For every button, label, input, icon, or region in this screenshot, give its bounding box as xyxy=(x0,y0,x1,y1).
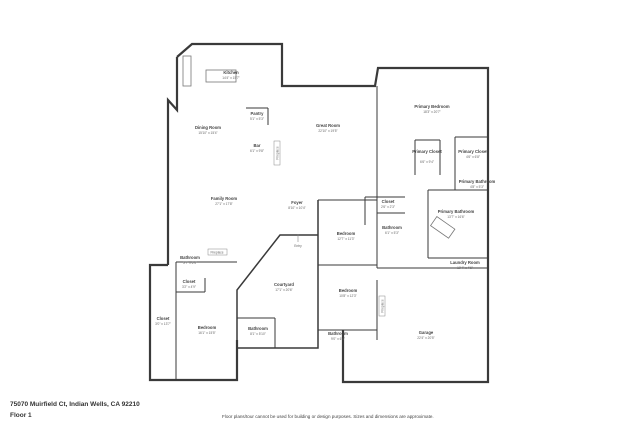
entry-label: Entry xyxy=(294,244,302,248)
room-closet-hall-name: Closet xyxy=(382,199,395,204)
fireplace-great-label: Fireplace xyxy=(276,146,280,159)
room-bathroom-left-name: Bathroom xyxy=(180,255,200,260)
room-bedroom-2-dims: 12'7" x 11'3" xyxy=(337,237,354,241)
room-bedroom-left-dims: 16'1" x 15'5" xyxy=(198,331,215,335)
room-kitchen-dims: 14'4" x 15'7" xyxy=(222,76,239,80)
room-great-name: Great Room xyxy=(316,123,340,128)
room-bedroom-left-name: Bedroom xyxy=(198,325,217,330)
disclaimer: Floor plans/tour cannot be used for buil… xyxy=(222,414,434,419)
room-dining-name: Dining Room xyxy=(195,125,221,130)
room-primary-closet-1-name: Primary Closet xyxy=(412,149,442,154)
room-courtyard-name: Courtyard xyxy=(274,282,294,287)
room-pantry-dims: 5'1" x 5'3" xyxy=(250,117,264,121)
room-bathroom-3-name: Bathroom xyxy=(328,331,348,336)
fireplace-bedroom3-label: Fireplace xyxy=(381,299,385,312)
room-dining-dims: 15'10" x 15'4" xyxy=(198,131,217,135)
room-closet-left-dims: 3'2" x 4'9" xyxy=(182,285,196,289)
room-garage-name: Garage xyxy=(419,330,434,335)
room-primary-bathroom-small-name: Primary Bathroom xyxy=(459,179,496,184)
floor-plan: Kitchen 14'4" x 15'7" Pantry 5'1" x 5'3"… xyxy=(148,42,496,384)
property-address: 75070 Muirfield Ct, Indian Wells, CA 922… xyxy=(10,401,140,408)
walls xyxy=(148,42,490,384)
fireplace-left-label: Fireplace xyxy=(210,251,223,255)
room-primary-bathroom-small-dims: 4'8" x 5'3" xyxy=(470,185,484,189)
room-kitchen-name: Kitchen xyxy=(223,70,239,75)
floor-label: Floor 1 xyxy=(10,412,32,419)
room-primary-closet-2-dims: 4'6" x 6'8" xyxy=(466,155,480,159)
room-closet-tall-name: Closet xyxy=(157,316,170,321)
room-primary-bathroom-dims: 13'7" x 16'6" xyxy=(447,215,464,219)
fireplace-left-tag xyxy=(207,248,228,256)
room-primary-bedroom-name: Primary Bedroom xyxy=(414,104,449,109)
room-primary-closet-1-dims: 6'6" x 9'4" xyxy=(420,160,434,164)
room-closet-left-name: Closet xyxy=(183,279,196,284)
room-primary-closet-2-name: Primary Closet xyxy=(458,149,488,154)
room-labels: Kitchen 14'4" x 15'7" Pantry 5'1" x 5'3"… xyxy=(155,70,495,341)
room-family-dims: 27'1" x 17'8" xyxy=(215,202,232,206)
room-garage-dims: 22'4" x 20'5" xyxy=(417,336,434,340)
room-bathroom-2-name: Bathroom xyxy=(382,225,402,230)
room-bathroom-2-dims: 6'1" x 5'3" xyxy=(385,231,399,235)
fireplace-great-tag xyxy=(273,140,281,166)
room-pantry-name: Pantry xyxy=(250,111,264,116)
room-bathroom-left-dims: 5'7" x 6'4" xyxy=(183,261,197,265)
room-bathroom-court-name: Bathroom xyxy=(248,326,268,331)
room-great-dims: 22'10" x 19'5" xyxy=(318,129,337,133)
room-bedroom-2-name: Bedroom xyxy=(337,231,356,236)
room-primary-bedroom-dims: 18'3" x 20'7" xyxy=(423,110,440,114)
kitchen-counter xyxy=(182,55,192,87)
room-bathroom-3-dims: 9'0" x 6'4" xyxy=(331,337,345,341)
room-bedroom-3-name: Bedroom xyxy=(339,288,358,293)
room-primary-bathroom-name: Primary Bathroom xyxy=(438,209,475,214)
room-closet-tall-dims: 3'0" x 13'7" xyxy=(155,322,171,326)
room-bathroom-court-dims: 8'1" x 5'10" xyxy=(250,332,266,336)
room-bedroom-3-dims: 10'8" x 12'3" xyxy=(339,294,356,298)
kitchen-island xyxy=(205,69,237,83)
room-family-name: Family Room xyxy=(211,196,238,201)
bathtub xyxy=(429,216,456,239)
fireplace-bedroom3-tag xyxy=(378,295,386,317)
room-bar-name: Bar xyxy=(254,143,261,148)
room-courtyard-dims: 17'1" x 20'6" xyxy=(275,288,292,292)
room-laundry-dims: 10'4" x 4'6" xyxy=(457,266,473,270)
room-bar-dims: 6'1" x 9'8" xyxy=(250,149,264,153)
room-foyer-name: Foyer xyxy=(291,200,303,205)
room-laundry-name: Laundry Room xyxy=(450,260,480,265)
room-closet-hall-dims: 2'6" x 2'3" xyxy=(381,205,395,209)
room-foyer-dims: 8'10" x 10'4" xyxy=(288,206,305,210)
